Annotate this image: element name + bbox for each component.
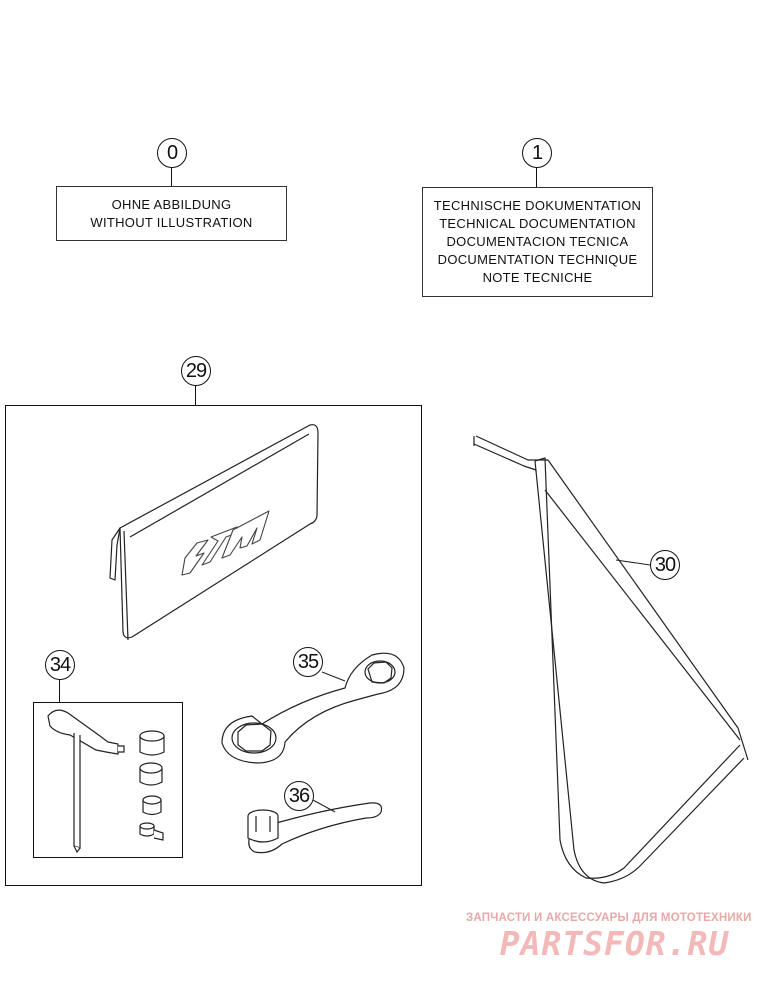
side-stand-icon <box>473 435 749 884</box>
hex-t-wrench-icon <box>47 709 125 854</box>
hex-bit-3-icon <box>142 795 162 816</box>
ring-spanner-icon <box>221 652 405 764</box>
hex-tool-frame <box>33 702 183 858</box>
hex-bit-4-icon <box>139 822 164 841</box>
leader-line-34 <box>59 680 61 703</box>
callout-36[interactable]: 36 <box>284 781 314 811</box>
hex-bit-2-icon <box>139 762 163 786</box>
callout-29-label: 29 <box>185 359 207 382</box>
callout-1-label: 1 <box>531 141 543 164</box>
note-line: TECHNICAL DOCUMENTATION <box>439 216 636 231</box>
callout-0-label: 0 <box>166 141 178 164</box>
tool-bag-icon <box>109 424 319 641</box>
watermark-tagline: ЗАПЧАСТИ И АКСЕССУАРЫ ДЛЯ МОТОТЕХНИКИ <box>466 912 752 924</box>
note-box-item-0: OHNE ABBILDUNG WITHOUT ILLUSTRATION <box>56 186 287 241</box>
callout-36-label: 36 <box>288 784 310 807</box>
callout-35-label: 35 <box>297 650 319 673</box>
callout-35[interactable]: 35 <box>293 647 323 677</box>
callout-1[interactable]: 1 <box>522 138 552 168</box>
watermark-logo: PARTSFOR.RU <box>499 924 730 963</box>
note-box-item-1: TECHNISCHE DOKUMENTATION TECHNICAL DOCUM… <box>422 187 653 297</box>
note-line: DOCUMENTATION TECHNIQUE <box>437 252 638 267</box>
leader-line-0 <box>171 168 173 187</box>
callout-0[interactable]: 0 <box>157 138 187 168</box>
callout-29[interactable]: 29 <box>181 356 211 386</box>
socket-wrench-icon <box>247 802 383 854</box>
note-line: DOCUMENTACION TECNICA <box>446 234 629 249</box>
leader-line-1 <box>536 168 538 188</box>
leader-line-29 <box>195 386 197 406</box>
leader-line-30 <box>615 559 651 566</box>
callout-34[interactable]: 34 <box>45 650 75 680</box>
note-line: WITHOUT ILLUSTRATION <box>90 214 253 230</box>
leader-line-36 <box>312 799 336 813</box>
note-line: TECHNISCHE DOKUMENTATION <box>433 198 642 213</box>
hex-bit-1-icon <box>139 730 165 756</box>
leader-lines-icon <box>312 559 651 813</box>
callout-30[interactable]: 30 <box>650 550 680 580</box>
callout-30-label: 30 <box>654 553 676 576</box>
ktm-logo-icon <box>181 510 270 576</box>
note-line: NOTE TECNICHE <box>482 270 593 285</box>
callout-34-label: 34 <box>49 653 71 676</box>
leader-line-35 <box>321 671 346 682</box>
note-line: OHNE ABBILDUNG <box>111 196 232 212</box>
tool-kit-frame <box>5 405 422 886</box>
